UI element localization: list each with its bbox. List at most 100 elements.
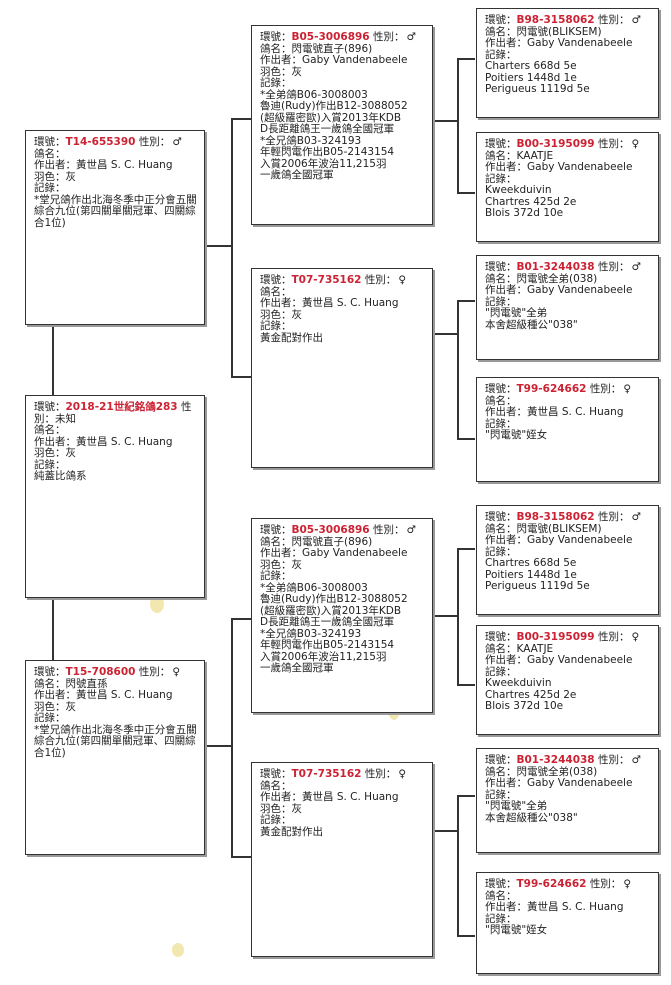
record-note: "閃電號"姪女 (485, 924, 548, 936)
ring-number: T99-624662 (516, 878, 587, 890)
ring-number: 2018-21世紀銘鴿283 (65, 401, 178, 413)
pigeon-card-ggp2[interactable]: 環號：B00-3195099 性別：♀ 鴿名：KAATJE 作出者：Gaby V… (476, 132, 659, 242)
pigeon-card-ggp6[interactable]: 環號：B00-3195099 性別：♀ 鴿名：KAATJE 作出者：Gaby V… (476, 625, 659, 735)
connector (457, 438, 475, 440)
record-note: Chartres 668d 5e (485, 557, 577, 569)
record-label: 記錄： (260, 77, 292, 89)
record-label: 記錄： (485, 912, 517, 925)
ring-number: T99-624662 (516, 383, 587, 395)
record-note: Perigueus 1119d 5e (485, 83, 590, 95)
connector (231, 118, 233, 378)
connector (231, 618, 251, 620)
record-note: Blois 372d 10e (485, 700, 564, 712)
pigeon-card-subject[interactable]: 環號：2018-21世紀銘鴿283 性別：未知 鴿名： 作出者：黃世昌 S. C… (25, 395, 205, 598)
name-line: 鴿名：閃電號直子(896) (260, 42, 373, 55)
record-note: *全兄鴿B03-324193 (260, 134, 362, 147)
breeder-line: 作出者：Gaby Vandenabeele (485, 161, 633, 173)
record-note: 入賞2006年波治11,215羽 (260, 157, 387, 170)
pigeon-card-gp-bot2[interactable]: 環號：T07-735162 性別：♀ 鴿名： 作出者：黃世昌 S. C. Hua… (251, 762, 433, 957)
record-note: D長距離鴿王一歲鴿全國冠軍 (260, 123, 395, 135)
connector (433, 615, 458, 617)
paper-stain (172, 943, 184, 957)
record-label: 記錄： (34, 712, 66, 724)
ring-line: 環號：T14-655390 性別：♂ (34, 136, 182, 148)
record-note: 本舍超級種公"038" (485, 318, 578, 331)
record-label: 記錄： (485, 665, 517, 678)
female-icon: ♀ (631, 138, 640, 150)
name-line: 鴿名：閃電號(BLIKSEM) (485, 522, 602, 535)
record-note: *堂兄鴿作出北海冬季中正分會五關綜合九位(第四關單關冠軍、四關綜合1位) (34, 193, 197, 229)
pigeon-card-ggp1[interactable]: 環號：B98-3158062 性別：♂ 鴿名：閃電號(BLIKSEM) 作出者：… (476, 8, 659, 118)
ring-line: 環號：B00-3195099 性別：♀ (485, 631, 640, 643)
record-note: Perigueus 1119d 5e (485, 580, 590, 592)
record-note: *全弟鴿B06-3008003 (260, 88, 368, 101)
record-note: Kweekduivin (485, 184, 552, 196)
color-line: 羽色：灰 (34, 447, 76, 459)
pigeon-card-ggp3[interactable]: 環號：B01-3244038 性別：♂ 鴿名：閃電號全弟(038) 作出者：Ga… (476, 255, 659, 360)
color-line: 羽色：灰 (34, 170, 76, 183)
color-line: 羽色：灰 (260, 802, 302, 815)
connector (231, 618, 233, 858)
ring-line: 環號：T99-624662 性別：♀ (485, 383, 632, 395)
name-line: 鴿名： (485, 889, 517, 902)
ring-number: B00-3195099 (516, 138, 595, 150)
ring-number: B05-3006896 (291, 31, 370, 43)
connector (433, 120, 458, 122)
record-note: Blois 372d 10e (485, 207, 564, 219)
connector (457, 548, 475, 550)
pigeon-card-gp-top1[interactable]: 環號：B05-3006896 性別：♂ 鴿名：閃電號直子(896) 作出者：Ga… (251, 25, 433, 225)
record-note: (超級羅密歐)入賞2013年KDB (260, 111, 402, 124)
connector (204, 745, 232, 747)
name-line: 鴿名：閃電號全弟(038) (485, 272, 598, 285)
record-note: Chartres 425d 2e (485, 688, 577, 701)
connector (433, 830, 458, 832)
breeder-line: 作出者：黃世昌 S. C. Huang (260, 791, 399, 803)
breeder-line: 作出者：黃世昌 S. C. Huang (34, 435, 173, 448)
record-note: "閃電號"姪女 (485, 429, 548, 441)
name-line: 鴿名：KAATJE (485, 149, 554, 162)
record-note: Poitiers 1448d 1e (485, 568, 577, 581)
record-label: 記錄： (485, 417, 517, 430)
record-note: Chartres 425d 2e (485, 195, 577, 208)
connector (52, 598, 54, 660)
male-icon: ♂ (631, 754, 641, 766)
connector (457, 192, 475, 194)
female-icon: ♀ (631, 631, 640, 643)
ring-number: B05-3006896 (291, 524, 370, 536)
female-icon: ♀ (623, 383, 632, 395)
connector (457, 795, 475, 797)
ring-line: 環號：B05-3006896 性別：♂ (260, 31, 416, 43)
pigeon-card-sire[interactable]: 環號：T14-655390 性別：♂ 鴿名： 作出者：黃世昌 S. C. Hua… (25, 130, 205, 325)
record-label: 記錄： (260, 814, 292, 826)
ring-line: 環號：T07-735162 性別：♀ (260, 274, 407, 286)
breeder-line: 作出者：Gaby Vandenabeele (485, 654, 633, 666)
record-note: 黃金配對作出 (260, 825, 323, 838)
breeder-line: 作出者：Gaby Vandenabeele (260, 54, 408, 66)
connector (433, 333, 458, 335)
record-note: 年輕閃電作出B05-2143154 (260, 146, 395, 158)
ring-number: B01-3244038 (516, 754, 595, 766)
ring-line: 環號：T15-708600 性別：♀ (34, 666, 181, 678)
record-label: 記錄： (485, 48, 517, 61)
male-icon: ♂ (406, 524, 416, 536)
breeder-line: 作出者：Gaby Vandenabeele (485, 284, 633, 296)
female-icon: ♀ (398, 274, 407, 286)
record-label: 記錄： (34, 458, 66, 471)
connector (457, 795, 459, 937)
pigeon-card-gp-bot1[interactable]: 環號：B05-3006896 性別：♂ 鴿名：閃電號直子(896) 作出者：Ga… (251, 518, 433, 713)
pigeon-card-gp-top2[interactable]: 環號：T07-735162 性別：♀ 鴿名： 作出者：黃世昌 S. C. Hua… (251, 268, 433, 468)
pigeon-card-dam[interactable]: 環號：T15-708600 性別：♀ 鴿名：閃號直孫 作出者：黃世昌 S. C.… (25, 660, 205, 855)
record-label: 記錄： (485, 172, 517, 185)
breeder-line: 作出者：黃世昌 S. C. Huang (260, 297, 399, 309)
color-line: 羽色：灰 (260, 308, 302, 321)
pigeon-card-ggp4[interactable]: 環號：T99-624662 性別：♀ 鴿名： 作出者：黃世昌 S. C. Hua… (476, 377, 659, 482)
pigeon-card-ggp8[interactable]: 環號：T99-624662 性別：♀ 鴿名： 作出者：黃世昌 S. C. Hua… (476, 872, 659, 974)
name-line: 鴿名：KAATJE (485, 642, 554, 655)
pigeon-card-ggp7[interactable]: 環號：B01-3244038 性別：♂ 鴿名：閃電號全弟(038) 作出者：Ga… (476, 748, 659, 853)
male-icon: ♂ (406, 31, 416, 43)
record-note: 年輕閃電作出B05-2143154 (260, 639, 395, 651)
record-note: Kweekduivin (485, 677, 552, 689)
pigeon-card-ggp5[interactable]: 環號：B98-3158062 性別：♂ 鴿名：閃電號(BLIKSEM) 作出者：… (476, 505, 659, 615)
record-note: 黃金配對作出 (260, 331, 323, 344)
male-icon: ♂ (172, 136, 182, 148)
